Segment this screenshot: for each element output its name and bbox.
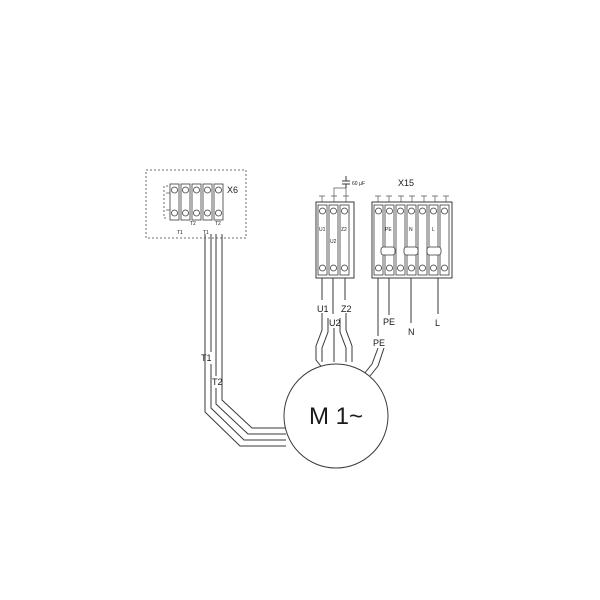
label-n: N — [408, 327, 415, 337]
x6-module — [202, 183, 213, 221]
wire-t1-inner — [210, 364, 286, 441]
cable-u1 — [315, 313, 325, 371]
x6-jumper — [166, 192, 170, 211]
x15-terminal-l: L — [432, 227, 435, 233]
label-u2: U2 — [329, 318, 341, 328]
x15-terminal-pe: PE — [385, 227, 392, 233]
motor-terminal-block: 60 µF U1 U2 Z2 — [315, 176, 365, 279]
x6-module — [169, 183, 180, 221]
x6-terminal-t2-b: T2 — [215, 221, 221, 227]
x15-top-screws — [375, 195, 449, 202]
x15-bridge-pe — [380, 246, 396, 256]
x6-module — [180, 183, 191, 221]
label-u1: U1 — [317, 304, 329, 314]
wiring — [204, 234, 439, 447]
label-l: L — [435, 318, 440, 328]
x6-module — [213, 183, 224, 221]
wire-t2-outer — [215, 388, 286, 435]
x15-title: X15 — [398, 178, 414, 188]
wire-t1-outer — [204, 234, 286, 447]
label-pe-motor: PE — [373, 338, 385, 348]
motor-block-terminal-u2: U2 — [330, 239, 337, 245]
motor-label: M 1~ — [309, 403, 363, 430]
x6-terminal-t1-a: T1 — [177, 230, 183, 236]
wire-labels: U1 U2 Z2 PE PE N L T1 T2 — [201, 304, 440, 387]
x6-bracket — [163, 185, 168, 219]
cable-z2 — [345, 313, 353, 362]
motor: M 1~ — [283, 363, 389, 469]
cable-u1-inner — [321, 318, 329, 362]
x15-terminal-n: N — [409, 227, 413, 233]
wire-t2-inner — [221, 234, 286, 429]
x6-enclosure — [145, 169, 247, 239]
x6-title: X6 — [227, 185, 238, 195]
wire-pe-motor — [363, 347, 379, 375]
label-t1: T1 — [201, 353, 212, 363]
cable-z2-inner — [339, 318, 347, 362]
x15-bridge-n — [403, 246, 419, 256]
label-t2: T2 — [212, 377, 223, 387]
capacitor-label: 60 µF — [352, 181, 365, 187]
x6-terminal-t2-a: T2 — [190, 221, 196, 227]
label-z2: Z2 — [341, 304, 352, 314]
motor-circle — [283, 363, 389, 469]
x6-terminal-block: X6 T1 T2 — [145, 169, 247, 239]
motor-block-top-screws — [319, 195, 349, 202]
motor-block-terminal-z2: Z2 — [341, 227, 347, 233]
x15-terminal-block: X15 — [371, 178, 453, 279]
x6-module — [191, 183, 202, 221]
wire-pe-motor-b — [369, 347, 385, 377]
x15-bridge-l — [426, 246, 442, 256]
label-pe-block: PE — [383, 317, 395, 327]
x6-terminal-t1-b: T1 — [203, 230, 209, 236]
capacitor: 60 µF — [333, 176, 365, 196]
motor-block-terminal-u1: U1 — [319, 227, 326, 233]
